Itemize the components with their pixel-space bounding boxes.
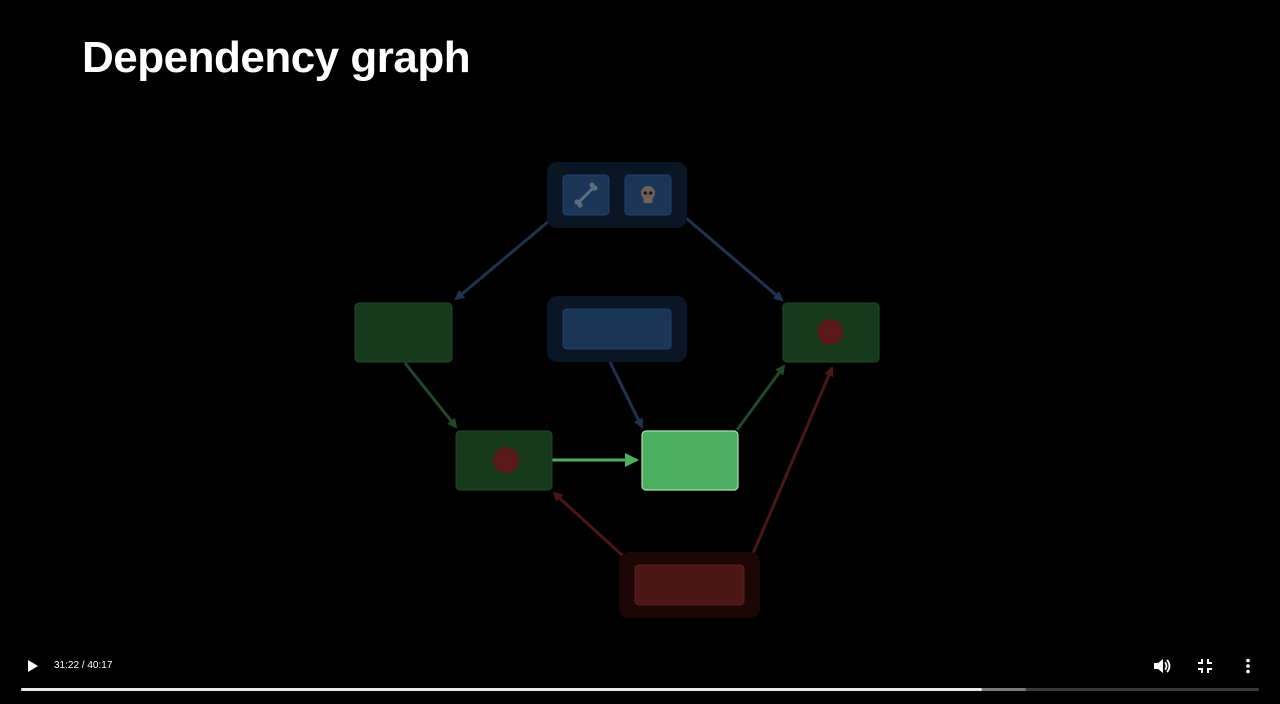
edge-left-to-center-left [403,362,458,429]
volume-icon [1154,659,1171,673]
mute-button[interactable] [1146,650,1178,682]
right-node [782,302,880,363]
edge-mid-to-active [608,361,644,429]
mid-group-node [547,296,687,362]
bone-icon [562,174,610,216]
left-node [354,302,453,363]
exit-fullscreen-icon [1198,659,1212,673]
center-left-node [455,430,553,491]
video-controls: 31:22 / 40:17 [0,646,1280,704]
top-group-node [547,162,687,228]
edge-top-to-left [454,219,550,301]
play-button[interactable] [16,650,48,682]
more-vertical-icon [1246,658,1250,674]
bottom-group-node [619,552,760,618]
red-dot-marker [817,319,843,345]
play-icon [28,660,38,672]
active-node [641,430,739,491]
edge-bottom-to-center-left [552,491,625,558]
edge-active-to-right [735,364,786,431]
red-dot-marker [493,447,519,473]
edge-top-to-right [685,216,784,302]
edge-bottom-to-right [750,366,834,557]
more-options-button[interactable] [1232,650,1264,682]
skull-icon [624,174,672,216]
exit-fullscreen-button[interactable] [1189,650,1221,682]
progress-played [21,688,982,691]
time-display: 31:22 / 40:17 [54,660,113,671]
progress-bar[interactable] [21,688,1259,691]
slide-title: Dependency graph [82,33,471,82]
